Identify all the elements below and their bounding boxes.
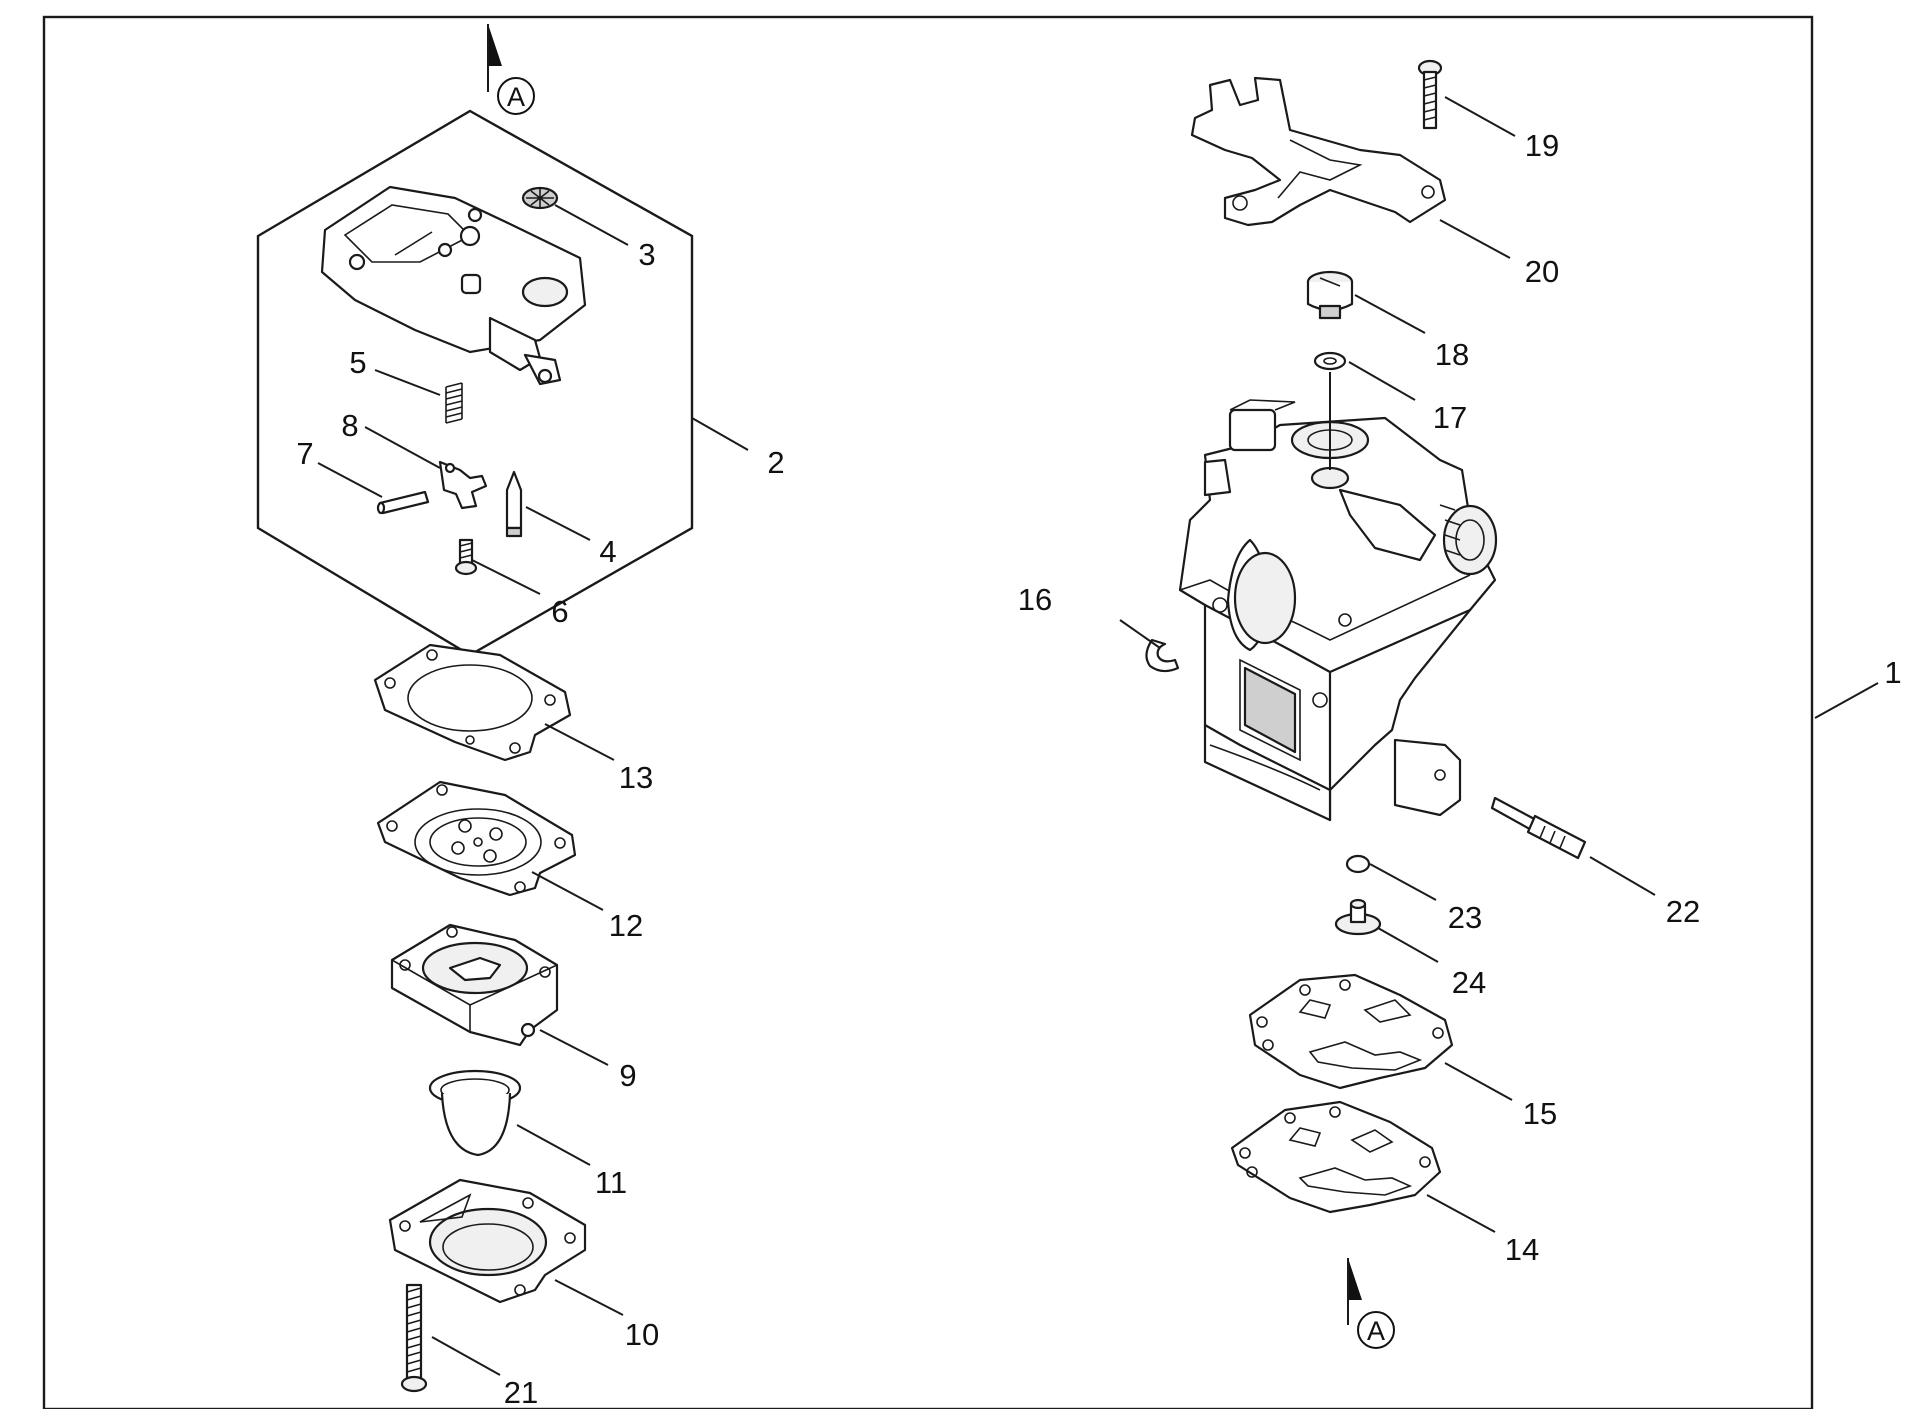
part-lever-screw — [454, 538, 478, 576]
part-washer-17 — [1313, 351, 1347, 371]
callout-14: 14 — [1505, 1232, 1539, 1267]
part-e-clip — [1145, 638, 1180, 673]
part-pump-diaphragm — [1230, 1100, 1442, 1214]
callout-7: 7 — [296, 436, 313, 471]
callout-13: 13 — [619, 760, 653, 795]
part-pump-gasket — [1248, 973, 1454, 1090]
part-bracket-screw — [1417, 59, 1443, 130]
view-marker-top-letter: A — [507, 82, 525, 112]
callout-22: 22 — [1666, 894, 1700, 929]
part-metering-lever — [438, 460, 488, 510]
callout-1: 1 — [1884, 655, 1901, 690]
callout-5: 5 — [349, 345, 366, 380]
part-spring — [445, 382, 463, 424]
part-pin-24 — [1334, 898, 1382, 936]
callout-12: 12 — [609, 908, 643, 943]
callout-2: 2 — [767, 445, 784, 480]
part-lever-pin — [376, 490, 430, 515]
view-marker-bottom: A — [1347, 1258, 1395, 1349]
part-o-ring-23 — [1345, 854, 1371, 874]
part-throttle-bracket — [1190, 76, 1447, 227]
callout-17: 17 — [1433, 400, 1467, 435]
callout-19: 19 — [1525, 128, 1559, 163]
callout-labels: 1 2 3 4 5 6 7 8 9 10 11 12 13 14 15 16 1… — [296, 128, 1901, 1409]
part-metering-cover — [320, 185, 587, 386]
part-primer-cover — [388, 1178, 587, 1304]
part-metering-body — [390, 923, 559, 1047]
leader-lines — [317, 96, 1879, 1376]
callout-18: 18 — [1435, 337, 1469, 372]
part-adjust-screw — [1306, 270, 1354, 320]
callout-21: 21 — [504, 1375, 538, 1409]
callout-10: 10 — [625, 1317, 659, 1352]
part-primer-bulb — [428, 1069, 522, 1157]
callout-3: 3 — [638, 237, 655, 272]
callout-15: 15 — [1523, 1096, 1557, 1131]
view-marker-bottom-letter: A — [1367, 1316, 1385, 1346]
part-long-screw — [400, 1283, 428, 1393]
part-gasket-13 — [373, 643, 572, 762]
callout-16: 16 — [1018, 582, 1052, 617]
diagram-frame — [42, 15, 1814, 1409]
callout-8: 8 — [341, 408, 358, 443]
callout-4: 4 — [599, 534, 616, 569]
part-idle-needle — [1490, 796, 1587, 860]
subassembly-hexagon — [256, 109, 694, 657]
part-carburetor-body — [1178, 399, 1498, 822]
view-marker-top: A — [487, 24, 535, 115]
part-filter-screen — [521, 186, 559, 210]
callout-23: 23 — [1448, 900, 1482, 935]
callout-6: 6 — [551, 594, 568, 629]
part-diaphragm-12 — [376, 780, 577, 897]
callout-11: 11 — [595, 1165, 627, 1200]
part-inlet-needle — [505, 470, 523, 538]
callout-9: 9 — [619, 1058, 636, 1093]
callout-20: 20 — [1525, 254, 1559, 289]
callout-24: 24 — [1452, 965, 1486, 1000]
